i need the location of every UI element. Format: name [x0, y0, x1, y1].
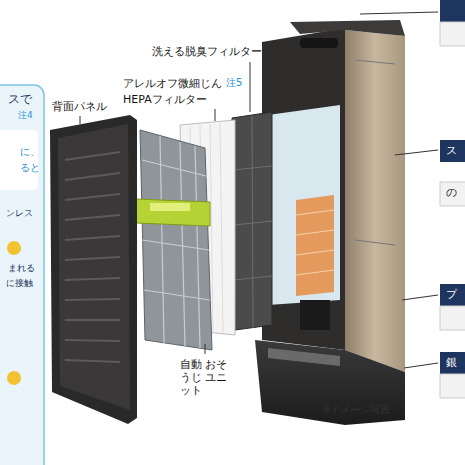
back-panel [50, 115, 137, 424]
info-panel [0, 85, 44, 465]
tab-text: 銀 [446, 356, 457, 369]
leader-lines [80, 12, 438, 368]
feature-tabs [440, 0, 465, 398]
part-label: HEPAフィルター [123, 93, 207, 106]
image-note: ※イメージ写真 [322, 404, 390, 416]
part-label: アレルオフ微細じん [123, 77, 222, 90]
part-label: 背面パネル [52, 100, 107, 113]
part-label: 洗える脱臭フィルター [152, 45, 262, 58]
tab-text: プ [446, 288, 457, 301]
fragment-text: まれる [8, 263, 35, 274]
fragment-text: に、 [20, 146, 40, 158]
fragment-text: スで [8, 92, 32, 106]
deodorizing-filter [232, 112, 272, 330]
purifier-body [255, 20, 405, 425]
note-mark: 注4 [18, 110, 33, 121]
tab-text: の [446, 186, 457, 199]
fragment-text: に接触 [6, 278, 33, 289]
note-mark: 注5 [226, 77, 242, 89]
icon-dot [7, 241, 21, 255]
icon-dot [7, 371, 21, 385]
part-label: 自動 おそうじ ユニット [180, 358, 230, 398]
info-inner [0, 130, 38, 190]
fragment-text: ンレス [6, 208, 33, 219]
fragment-text: ると [20, 162, 40, 174]
tab-text: ス [446, 144, 457, 157]
